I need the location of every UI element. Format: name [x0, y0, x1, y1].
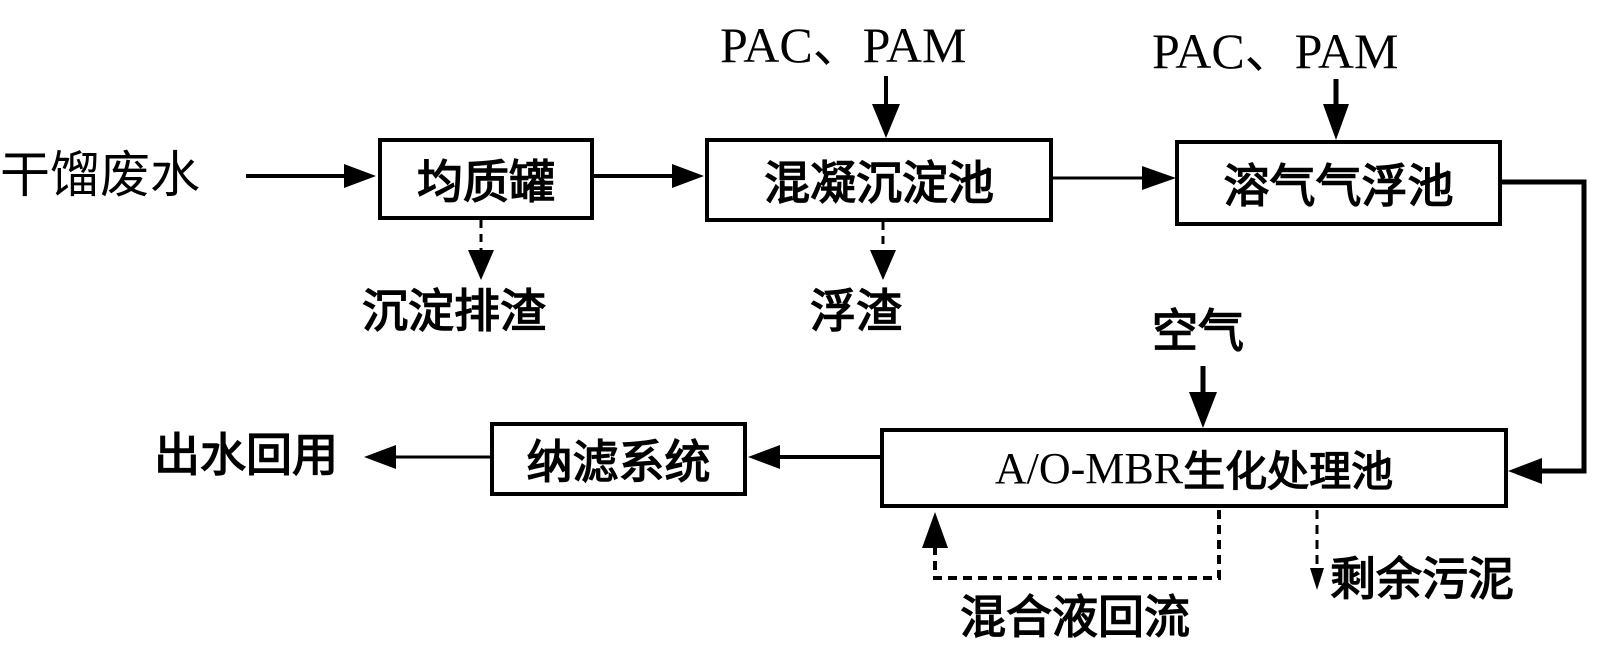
arrowhead-chemicals2-to-daf — [1323, 104, 1349, 140]
node-equalization-tank: 均质罐 — [378, 138, 594, 220]
arrowhead-coagulation-to-scum — [870, 250, 896, 280]
arrowhead-mbr-to-excess-sludge — [1310, 568, 1324, 590]
dashed-loop-mixed-liquor-return — [933, 510, 1221, 580]
arrowhead-coagulation-to-daf — [1142, 166, 1176, 190]
node-coagulation-sedimentation: 混凝沉淀池 — [705, 138, 1053, 222]
ao-mbr-prefix: A/O-MBR — [994, 443, 1184, 493]
label-excess-sludge: 剩余污泥 — [1330, 552, 1514, 606]
arrowhead-equalization-to-sediment — [468, 250, 494, 280]
arrow-daf-to-mbr — [1500, 179, 1587, 474]
label-scum: 浮渣 — [810, 284, 902, 338]
label-chemicals-1: PAC、PAM — [720, 17, 967, 73]
arrowhead-equalization-to-coagulation — [672, 164, 704, 188]
arrowhead-daf-to-mbr — [1508, 458, 1542, 484]
label-raw-water: 干馏废水 — [0, 146, 200, 204]
label-air: 空气 — [1152, 304, 1244, 358]
arrowhead-nanofiltration-to-effluent — [364, 445, 396, 469]
arrowhead-air-to-mbr — [1189, 392, 1217, 428]
label-sediment-discharge: 沉淀排渣 — [362, 284, 546, 338]
label-effluent-reuse: 出水回用 — [154, 428, 338, 482]
node-nanofiltration-system: 纳滤系统 — [490, 422, 747, 496]
arrowhead-mixed-liquor-return — [922, 512, 948, 548]
label-mixed-liquor-return: 混合液回流 — [960, 590, 1190, 644]
arrowhead-raw-to-equalization — [344, 164, 376, 188]
arrowhead-mbr-to-nanofiltration — [748, 445, 780, 469]
ao-mbr-suffix: 生化处理池 — [1183, 446, 1394, 496]
label-chemicals-2: PAC、PAM — [1152, 23, 1399, 79]
arrowhead-chemicals1-to-coagulation — [872, 104, 900, 138]
node-dissolved-air-flotation: 溶气气浮池 — [1175, 140, 1502, 226]
